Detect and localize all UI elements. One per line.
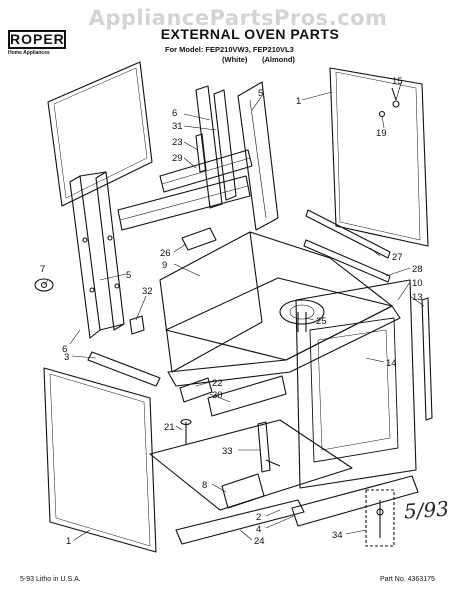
variant-white: (White) [222, 55, 248, 64]
model-line: For Model: FEP210VW3, FEP210VL3 [165, 45, 294, 54]
callout-26: 26 [160, 248, 171, 259]
hinge-34-box [365, 489, 395, 547]
callout-6-mid: 6 [62, 344, 67, 355]
callout-29: 29 [172, 153, 183, 164]
rear-panel [47, 61, 153, 207]
rear-panel-inner [53, 67, 148, 199]
liner-back-9 [159, 231, 263, 373]
callout-10: 10 [412, 278, 423, 289]
base-plate-4 [291, 475, 419, 527]
callout-22: 22 [212, 378, 223, 389]
callout-15: 15 [392, 76, 403, 87]
oven-cavity-floor [165, 277, 393, 361]
callout-1-top: 1 [296, 96, 301, 107]
callout-9: 9 [162, 260, 167, 271]
side-panel-right-inner [335, 71, 421, 241]
footer-part-number: Part No. 4363175 [380, 576, 435, 583]
callout-27: 27 [392, 252, 403, 263]
shield-8 [221, 473, 265, 509]
crossbar-29 [159, 149, 253, 193]
callout-3: 3 [64, 352, 69, 363]
callout-23: 23 [172, 137, 183, 148]
upright-right [237, 81, 279, 231]
oven-cavity-top [167, 305, 401, 387]
rail-27 [305, 209, 391, 259]
bracket-26 [181, 227, 217, 251]
door-window-inner [317, 329, 391, 451]
brand-tagline: Home Appliances [8, 50, 50, 56]
callout-28: 28 [412, 264, 423, 275]
handwritten-date-note: 5/93 [403, 496, 450, 524]
callout-6-top: 6 [172, 108, 177, 119]
footer-litho: 5-93 Litho in U.S.A. [20, 576, 81, 583]
callout-19: 19 [376, 128, 387, 139]
callout-2: 2 [256, 512, 261, 523]
callout-33: 33 [222, 446, 233, 457]
callout-30: 30 [212, 390, 223, 401]
callout-13: 13 [412, 292, 423, 303]
variant-almond: (Almond) [262, 55, 295, 64]
bracket-33 [257, 421, 271, 473]
callout-31: 31 [172, 121, 183, 132]
side-panel-left-inner [49, 373, 151, 547]
callout-5-mid: 5 [126, 270, 131, 281]
frame-30 [207, 375, 287, 417]
vent-crossbar [117, 175, 251, 231]
callout-7: 7 [40, 264, 45, 275]
callout-8: 8 [202, 480, 207, 491]
bracket-7 [34, 278, 54, 292]
door-frame [295, 279, 417, 489]
upright-left [195, 85, 223, 209]
strip-23 [195, 133, 207, 173]
rail-28 [303, 239, 391, 283]
bottom-pan-25 [279, 299, 325, 325]
trim-13 [421, 297, 433, 421]
page-title: EXTERNAL OVEN PARTS [160, 26, 340, 42]
callout-1-bottom: 1 [66, 536, 71, 547]
baffle-22 [179, 377, 213, 403]
callout-4: 4 [256, 524, 261, 535]
callout-14: 14 [386, 358, 397, 369]
callout-24: 24 [254, 536, 265, 547]
side-panel-left [43, 367, 157, 553]
kickplate-24 [175, 499, 305, 545]
callout-21: 21 [164, 422, 175, 433]
strip-3 [87, 351, 161, 387]
watermark: AppliancePartsPros.com [88, 6, 388, 30]
callout-5-top: 5 [258, 88, 263, 99]
callout-32: 32 [142, 286, 153, 297]
bracket-32 [129, 315, 145, 335]
brand-name: ROPER [8, 30, 66, 49]
callout-25: 25 [316, 316, 327, 327]
brand-logo: ROPER Home Appliances [8, 30, 66, 56]
left-rail-rear [95, 171, 125, 331]
side-panel-right [329, 67, 429, 247]
door-window [309, 317, 399, 463]
callout-34: 34 [332, 530, 343, 541]
bottom-tray [149, 419, 353, 511]
upright-mid [213, 89, 237, 201]
